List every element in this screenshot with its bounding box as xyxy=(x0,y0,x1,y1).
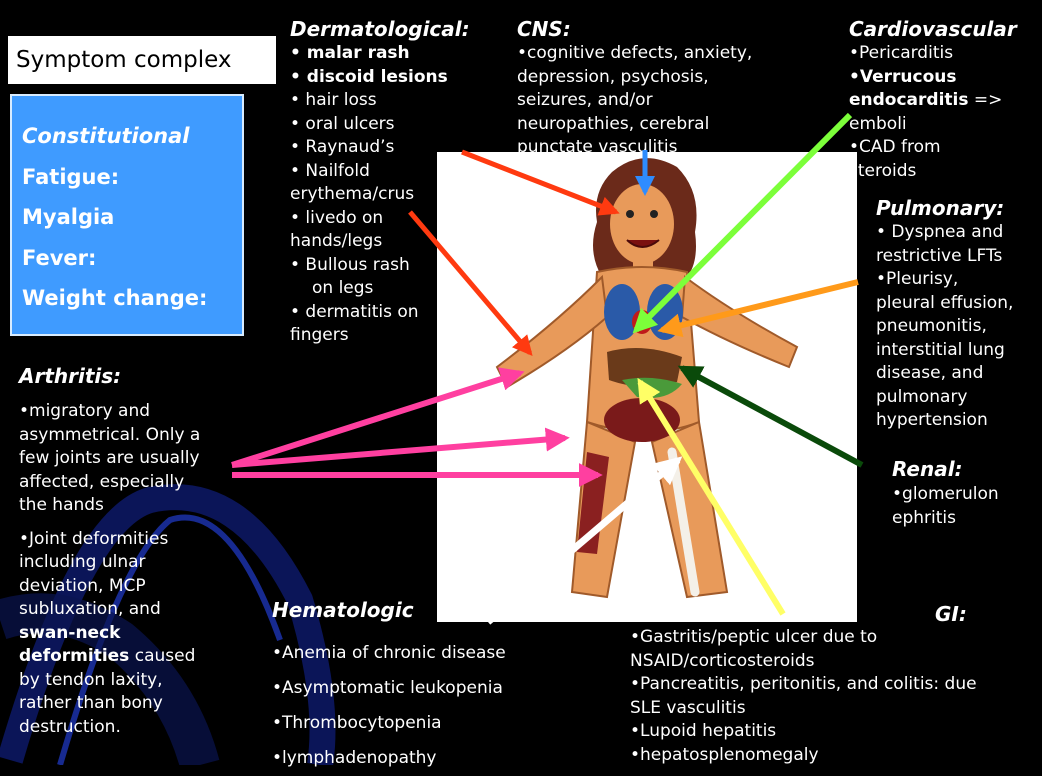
arrow-gi xyxy=(640,382,783,614)
arrow-hematologic xyxy=(488,460,678,622)
arrow-pulmonary xyxy=(662,282,858,330)
arrow-cardiovascular xyxy=(636,115,850,330)
arrow-arthritis xyxy=(232,373,598,475)
arrow-dermatological xyxy=(410,152,616,353)
arrow-renal xyxy=(682,368,862,465)
